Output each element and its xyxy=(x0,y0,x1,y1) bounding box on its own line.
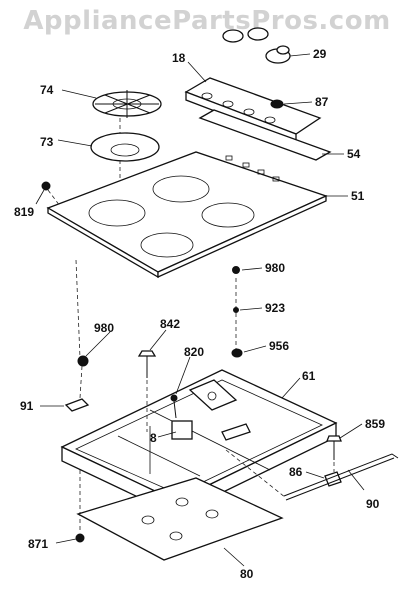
label-61: 61 xyxy=(302,369,316,383)
label-820: 820 xyxy=(184,345,204,359)
label-74: 74 xyxy=(40,83,54,97)
label-54: 54 xyxy=(347,147,361,161)
screw-859 xyxy=(326,435,342,460)
site-watermark: AppliancePartsPros.com xyxy=(23,6,391,36)
label-980-upper: 980 xyxy=(265,261,285,275)
label-91: 91 xyxy=(20,399,34,413)
screw-923 xyxy=(233,307,239,313)
label-73: 73 xyxy=(40,135,54,149)
screw-980-upper xyxy=(232,266,240,274)
label-18: 18 xyxy=(172,51,186,65)
label-871: 871 xyxy=(28,537,48,551)
cooktop-glass xyxy=(46,151,328,279)
label-29: 29 xyxy=(313,47,327,61)
screw-871 xyxy=(75,533,85,543)
label-980-lower: 980 xyxy=(94,321,114,335)
label-859: 859 xyxy=(365,417,385,431)
leader-lines xyxy=(35,53,365,567)
control-knobs xyxy=(222,27,291,64)
burner-grate xyxy=(92,90,162,118)
label-956: 956 xyxy=(269,339,289,353)
shutoff-rod-90 xyxy=(283,453,399,501)
screw-819 xyxy=(41,181,51,191)
label-842: 842 xyxy=(160,317,180,331)
bottom-cover xyxy=(76,477,284,561)
part-number-labels: 18 29 74 87 73 54 51 819 980 923 980 842… xyxy=(14,47,385,581)
ignitor-switch xyxy=(170,394,178,419)
label-86: 86 xyxy=(289,465,303,479)
burner-bowl xyxy=(90,132,160,162)
label-87: 87 xyxy=(315,95,329,109)
screw-842 xyxy=(137,350,157,378)
label-51: 51 xyxy=(351,189,365,203)
label-819: 819 xyxy=(14,205,34,219)
panel-trim xyxy=(198,109,332,161)
label-90: 90 xyxy=(366,497,380,511)
screw-980-lower xyxy=(77,355,89,367)
label-923: 923 xyxy=(265,301,285,315)
label-80: 80 xyxy=(240,567,254,581)
label-8: 8 xyxy=(150,431,157,445)
bracket-91 xyxy=(64,398,90,412)
clip-956 xyxy=(231,348,243,358)
grommet xyxy=(270,99,284,109)
